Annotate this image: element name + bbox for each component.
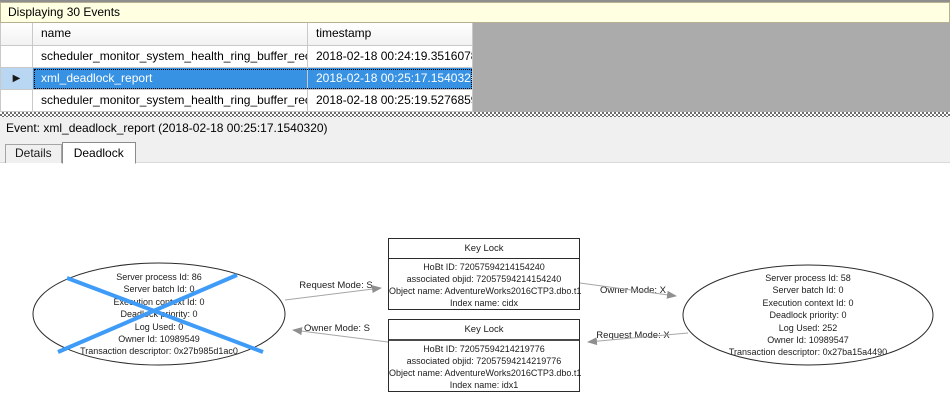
- edge-label-request-s: Request Mode: S: [299, 280, 373, 291]
- cell-name[interactable]: scheduler_monitor_system_health_ring_buf…: [33, 46, 308, 68]
- edge-request-s-arrow: [284, 285, 382, 301]
- row-selector-cell[interactable]: [0, 90, 33, 112]
- events-table: name timestamp scheduler_monitor_system_…: [0, 23, 473, 112]
- grid-empty-area: [473, 23, 950, 112]
- process-node-owner-ellipse[interactable]: [682, 264, 934, 366]
- process-attr: Deadlock priority: 0: [769, 310, 847, 321]
- table-row[interactable]: scheduler_monitor_system_health_ring_buf…: [0, 46, 473, 68]
- process-attr: Server process Id: 86: [116, 272, 202, 282]
- edge-label-owner-s: Owner Mode: S: [304, 323, 370, 334]
- splitter-handle[interactable]: [0, 112, 950, 117]
- events-count-bar: Displaying 30 Events: [0, 2, 950, 23]
- current-row-arrow-icon: ▶: [12, 72, 21, 84]
- events-grid: name timestamp scheduler_monitor_system_…: [0, 23, 950, 112]
- resource-node-key-lock-bottom[interactable]: Key Lock HoBt ID: 72057594214219776 asso…: [388, 319, 582, 392]
- cell-timestamp[interactable]: 2018-02-18 00:25:17.1540320: [308, 68, 473, 90]
- lock-attr: HoBt ID: 72057594214154240: [423, 262, 545, 272]
- process-attr: Transaction descriptor: 0x27b985d1ac0: [80, 346, 238, 357]
- cell-timestamp[interactable]: 2018-02-18 00:25:19.5276859: [308, 90, 473, 112]
- deadlock-graph-canvas: [32, 262, 934, 366]
- lock-attr: Object name: AdventureWorks2016CTP3.dbo.…: [389, 368, 582, 378]
- victim-cross-icon: [66, 276, 264, 354]
- table-row[interactable]: scheduler_monitor_system_health_ring_buf…: [0, 90, 473, 112]
- column-header-timestamp[interactable]: timestamp: [308, 23, 473, 46]
- table-row-selected[interactable]: ▶ xml_deadlock_report 2018-02-18 00:25:1…: [0, 68, 473, 90]
- edge-owner-x-arrow: [579, 282, 677, 299]
- event-detail-label: Event: xml_deadlock_report (2018-02-18 0…: [6, 121, 328, 135]
- detail-tabs: Details Deadlock: [0, 140, 950, 164]
- resource-node-key-lock-top[interactable]: Key Lock HoBt ID: 72057594214154240 asso…: [388, 238, 582, 310]
- process-attr: Server batch Id: 0: [123, 284, 195, 295]
- lock-attr: associated objid: 72057594214154240: [406, 274, 562, 284]
- column-header-name[interactable]: name: [33, 23, 308, 46]
- row-selector-cell-current[interactable]: ▶: [0, 68, 33, 90]
- row-selector-cell[interactable]: [0, 46, 33, 68]
- lock-attr: Object name: AdventureWorks2016CTP3.dbo.…: [389, 286, 582, 296]
- process-attr: Owner Id: 10989549: [118, 334, 200, 345]
- tab-details[interactable]: Details: [5, 144, 62, 163]
- process-attr: Transaction descriptor: 0x27ba15a4490: [728, 347, 888, 358]
- process-attr: Log Used: 252: [778, 322, 838, 333]
- edge-request-x-arrow: [587, 332, 689, 346]
- cell-name[interactable]: scheduler_monitor_system_health_ring_buf…: [33, 90, 308, 112]
- process-attr: Server batch Id: 0: [772, 285, 844, 296]
- edge-owner-s-arrow: [292, 327, 389, 343]
- victim-cross-icon: [57, 273, 238, 354]
- lock-attr: HoBt ID: 72057594214219776: [423, 344, 545, 354]
- edge-label-request-x: Request Mode: X: [596, 330, 670, 341]
- table-header-row: name timestamp: [0, 23, 473, 46]
- process-attr: Server process Id: 58: [765, 273, 851, 283]
- lock-attr: associated objid: 72057594214219776: [406, 356, 562, 366]
- process-attr: Execution context Id: 0: [113, 296, 205, 307]
- process-attr: Owner Id: 10989547: [767, 335, 849, 346]
- deadlock-graph-pane: Server process Id: 86 Server batch Id: 0…: [0, 163, 950, 400]
- process-attr: Log Used: 0: [134, 321, 184, 332]
- lock-attr: Index name: cidx: [449, 298, 519, 308]
- lock-attr: Index name: idx1: [449, 380, 519, 390]
- event-detail-bar: Event: xml_deadlock_report (2018-02-18 0…: [0, 117, 950, 140]
- process-node-victim-ellipse[interactable]: [32, 262, 286, 366]
- row-selector-header-cell[interactable]: [0, 23, 33, 46]
- process-node-owner-text: Server process Id: 58 Server batch Id: 0…: [678, 272, 938, 359]
- cell-timestamp[interactable]: 2018-02-18 00:24:19.3516078: [308, 46, 473, 68]
- window-top-edge: [0, 0, 950, 2]
- events-count-label: Displaying 30 Events: [8, 5, 121, 19]
- lock-title: Key Lock: [389, 320, 579, 341]
- tab-deadlock[interactable]: Deadlock: [61, 142, 136, 164]
- lock-title: Key Lock: [389, 239, 579, 259]
- process-attr: Execution context Id: 0: [762, 297, 854, 308]
- cell-name[interactable]: xml_deadlock_report: [33, 68, 308, 90]
